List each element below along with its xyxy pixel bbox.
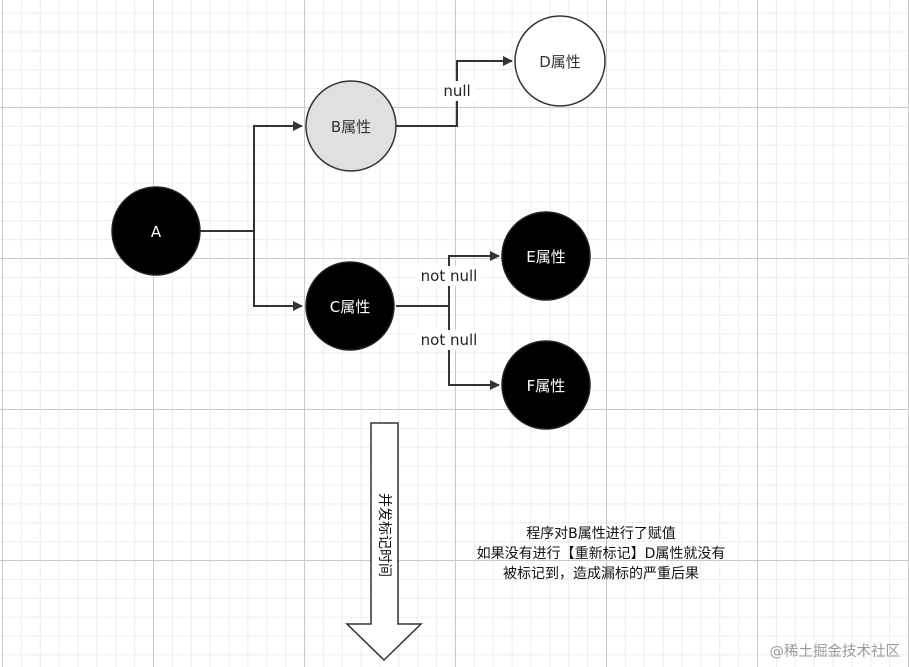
node-c-circle [305,261,395,351]
node-b[interactable]: B属性 [305,80,397,172]
edge-label-null: null [443,82,470,100]
edge-label-bg [438,81,476,101]
node-e-circle [501,211,591,301]
node-e[interactable]: E属性 [501,211,591,301]
note-line-1: 程序对B属性进行了赋值 [526,526,676,542]
node-f[interactable]: F属性 [501,340,591,430]
watermark: @稀土掘金技术社区 [770,643,901,660]
node-d-circle [514,15,606,107]
edge-label-not-null-f: not null [421,331,478,349]
note-line-2: 如果没有进行【重新标记】D属性就没有 [477,546,726,562]
edge-a-b [200,121,303,232]
edge-label-bg [416,330,482,350]
edge-label-not-null-e: not null [421,267,478,285]
edge-label-bg [416,266,482,286]
timeline-arrow [345,422,423,662]
node-c[interactable]: C属性 [305,261,395,351]
node-c-label: C属性 [330,298,370,316]
node-a-circle [111,186,201,276]
node-f-circle [501,340,591,430]
node-e-label: E属性 [526,248,565,266]
node-d[interactable]: D属性 [514,15,606,107]
node-b-label: B属性 [331,118,371,136]
node-d-label: D属性 [539,53,581,71]
edge-a-c [200,230,303,311]
node-a-label: A [151,223,162,241]
node-f-label: F属性 [527,377,566,395]
note-line-3: 被标记到，造成漏标的严重后果 [503,566,699,582]
note-text: 程序对B属性进行了赋值 如果没有进行【重新标记】D属性就没有 被标记到，造成漏标… [477,526,726,582]
node-a[interactable]: A [111,186,201,276]
node-b-circle [305,80,397,172]
timeline-label: 并发标记时间 [376,493,392,577]
